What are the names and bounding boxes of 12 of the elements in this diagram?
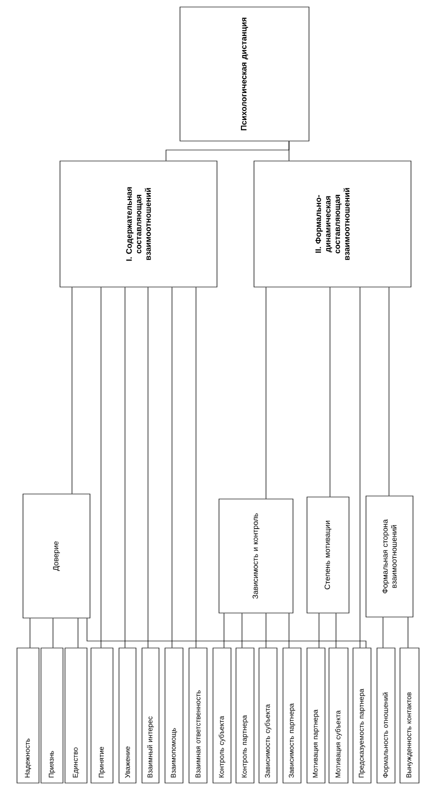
connector-line — [382, 617, 384, 648]
category-box: II. Формально-динамическая составляющая взаимоотношений — [254, 160, 412, 288]
connector-line — [388, 287, 390, 496]
connector-line — [318, 613, 320, 648]
connector-line — [52, 618, 54, 648]
category-box: I. Содержательная составляющая взаимоотношений — [60, 160, 218, 288]
connector-line — [288, 141, 290, 161]
connector-line — [288, 613, 290, 648]
category-box: Психологическая дистанция — [180, 6, 310, 142]
connector-line — [100, 287, 102, 648]
connector-line — [86, 618, 366, 648]
connector-line — [124, 287, 126, 648]
